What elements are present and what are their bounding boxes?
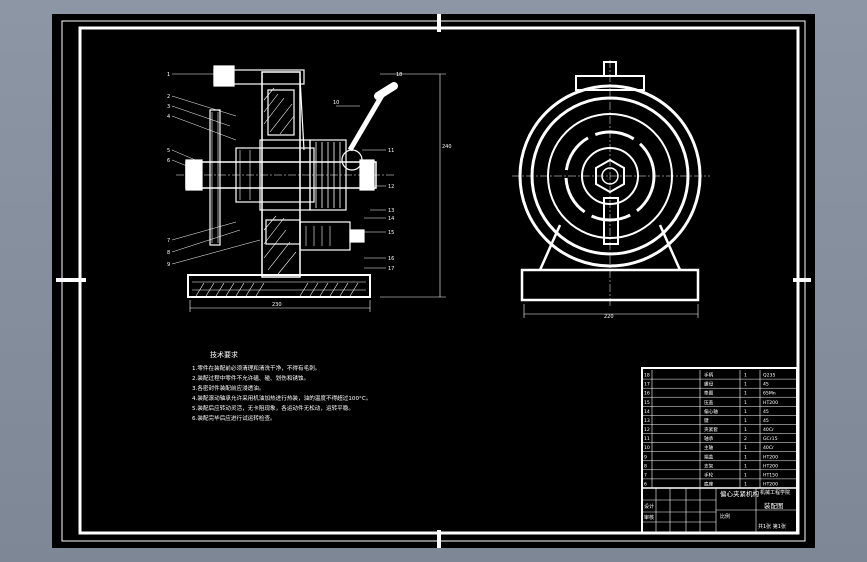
- parts-cell-qty: 1: [744, 472, 747, 478]
- title-block-text: 偏心夹紧机构 机械工程学院 装配图 比例 共1张 第1张 设计 审核: [644, 489, 790, 530]
- parts-cell-material: 65Mn: [763, 391, 776, 397]
- parts-cell-material: GCr15: [763, 436, 778, 442]
- parts-cell-no: 6: [644, 482, 647, 488]
- side-view: [512, 60, 710, 318]
- parts-cell-name: 夹紧套: [704, 426, 718, 433]
- parts-cell-material: HT200: [763, 463, 778, 469]
- parts-cell-material: HT200: [763, 482, 778, 488]
- parts-cell-qty: 2: [744, 436, 747, 442]
- balloon-11: 11: [388, 148, 394, 154]
- parts-cell-material: 40Cr: [763, 427, 774, 433]
- parts-cell-name: 手柄: [704, 372, 714, 379]
- front-section-view: [171, 65, 446, 312]
- parts-cell-qty: 1: [744, 391, 747, 397]
- tech-req-line-5: 5.装配后应转动灵活，无卡阻现象，各运动件无松动，运转平稳。: [192, 404, 354, 412]
- tech-req-line-2: 2.装配过程中零件不允许磕、碰、划伤和锈蚀。: [192, 374, 309, 382]
- tech-req-title: 技术要求: [210, 350, 238, 359]
- balloon-2: 2: [167, 94, 170, 100]
- parts-cell-material: 40Cr: [763, 445, 774, 451]
- tech-req-line-1: 1.零件在装配前必须清理和清洗干净，不得有毛刺。: [192, 364, 320, 372]
- parts-cell-material: HT200: [763, 400, 778, 406]
- tech-req-line-3: 3.各密封件装配前应浸透油。: [192, 384, 264, 392]
- designer-label: 设计: [644, 503, 654, 510]
- front-view-balloons: 1 2 3 4 5 6 7 8 9 10 11 12 13 14 15 16 1…: [167, 72, 452, 308]
- parts-cell-material: HT150: [763, 472, 778, 478]
- parts-cell-no: 10: [644, 445, 650, 451]
- parts-cell-name: 垫圈: [704, 390, 714, 397]
- parts-cell-qty: 1: [744, 400, 747, 406]
- scale-label: 比例: [720, 513, 730, 520]
- parts-cell-no: 11: [644, 436, 650, 442]
- tech-req-line-6: 6.装配完毕后应进行试运转检查。: [192, 414, 276, 422]
- balloon-18: 18: [396, 72, 402, 78]
- parts-cell-no: 12: [644, 427, 650, 433]
- parts-cell-name: 端盖: [704, 453, 714, 460]
- parts-cell-no: 9: [644, 454, 647, 460]
- parts-cell-qty: 1: [744, 418, 747, 424]
- parts-cell-name: 底座: [704, 481, 714, 488]
- parts-cell-material: 45: [763, 418, 769, 424]
- balloon-1: 1: [167, 72, 170, 78]
- parts-cell-material: HT200: [763, 454, 778, 460]
- balloon-13: 13: [388, 208, 394, 214]
- sheet-label: 共1张 第1张: [758, 523, 786, 530]
- balloon-6: 6: [167, 158, 170, 164]
- balloon-7: 7: [167, 238, 170, 244]
- parts-cell-qty: 1: [744, 409, 747, 415]
- side-width-dimension: 220: [604, 314, 614, 320]
- parts-cell-name: 支架: [704, 462, 714, 469]
- parts-cell-no: 8: [644, 463, 647, 469]
- parts-cell-no: 7: [644, 472, 647, 478]
- checker-label: 审核: [644, 514, 654, 521]
- tech-req-line-4: 4.装配滚动轴承允许采用机油加热进行热装，油的温度不得超过100°C。: [192, 394, 371, 402]
- parts-cell-material: Q235: [763, 373, 775, 379]
- balloon-8: 8: [167, 250, 170, 256]
- balloon-9: 9: [167, 262, 170, 268]
- parts-cell-name: 主轴: [704, 444, 714, 451]
- parts-cell-qty: 1: [744, 382, 747, 388]
- drawing-number: 装配图: [764, 501, 784, 510]
- parts-cell-name: 键: [704, 417, 709, 424]
- balloon-14: 14: [388, 216, 394, 222]
- balloon-4: 4: [167, 114, 170, 120]
- parts-cell-qty: 1: [744, 482, 747, 488]
- balloon-5: 5: [167, 148, 170, 154]
- balloon-12: 12: [388, 184, 394, 190]
- parts-cell-no: 14: [644, 409, 650, 415]
- parts-cell-name: 偏心轴: [704, 408, 718, 415]
- balloon-10: 10: [333, 100, 339, 106]
- parts-cell-qty: 1: [744, 373, 747, 379]
- balloon-15: 15: [388, 230, 394, 236]
- school-name: 机械工程学院: [760, 489, 790, 496]
- balloon-17: 17: [388, 266, 394, 272]
- parts-cell-no: 18: [644, 373, 650, 379]
- centering-marks: [56, 14, 811, 548]
- parts-cell-name: 轴承: [704, 435, 714, 442]
- balloon-16: 16: [388, 256, 394, 262]
- parts-cell-name: 手轮: [704, 471, 714, 478]
- technical-requirements: 技术要求 1.零件在装配前必须清理和清洗干净，不得有毛刺。 2.装配过程中零件不…: [192, 350, 371, 422]
- drawing-name: 偏心夹紧机构: [720, 489, 760, 498]
- parts-cell-no: 16: [644, 391, 650, 397]
- parts-cell-qty: 1: [744, 463, 747, 469]
- front-height-dimension: 240: [442, 144, 452, 150]
- parts-cell-no: 13: [644, 418, 650, 424]
- parts-cell-no: 15: [644, 400, 650, 406]
- parts-cell-name: 螺母: [704, 381, 714, 388]
- drawing-canvas: [52, 14, 815, 548]
- balloon-3: 3: [167, 104, 170, 110]
- parts-cell-name: 压盖: [704, 399, 714, 406]
- parts-cell-qty: 1: [744, 427, 747, 433]
- parts-cell-material: 45: [763, 382, 769, 388]
- parts-cell-material: 45: [763, 409, 769, 415]
- front-width-dimension: 230: [272, 302, 282, 308]
- parts-cell-qty: 1: [744, 454, 747, 460]
- parts-cell-qty: 1: [744, 445, 747, 451]
- parts-cell-no: 17: [644, 382, 650, 388]
- title-block: [641, 367, 798, 534]
